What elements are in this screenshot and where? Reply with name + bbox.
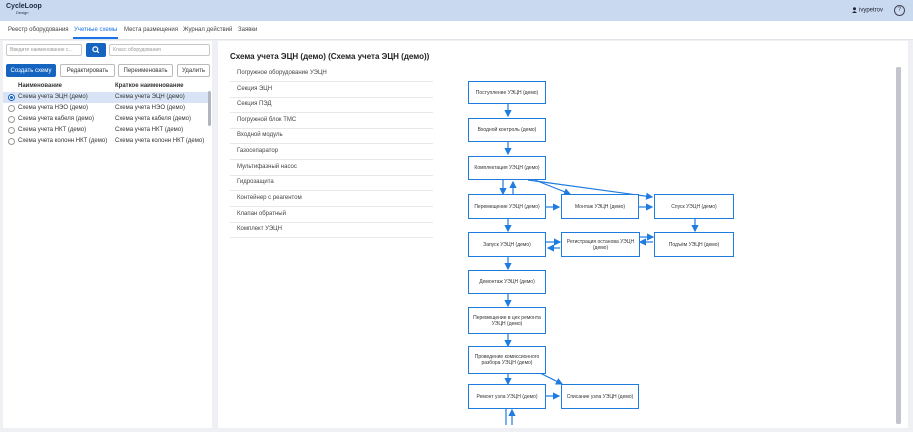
row-short-name: Схема учета НЭО (демо) bbox=[115, 105, 185, 111]
header-short-name[interactable]: Краткое наименование bbox=[115, 83, 184, 89]
equipment-item[interactable]: Секция ЭЦН bbox=[237, 86, 273, 92]
user-menu[interactable]: ivypetrov bbox=[851, 7, 883, 14]
scrollbar-thumb[interactable] bbox=[896, 67, 901, 424]
row-radio[interactable] bbox=[8, 138, 15, 145]
node-inspection[interactable]: Входной контроль (демо) bbox=[468, 118, 546, 142]
node-mounting[interactable]: Монтаж УЭЦН (демо) bbox=[561, 194, 639, 219]
table-row[interactable]: Схема учета НЭО (демо) Схема учета НЭО (… bbox=[3, 103, 210, 114]
divider bbox=[230, 206, 433, 207]
edit-button[interactable]: Редактировать bbox=[60, 64, 115, 77]
row-radio[interactable] bbox=[8, 94, 15, 101]
logo-line2: Design bbox=[16, 10, 29, 15]
divider bbox=[230, 143, 433, 144]
node-intake[interactable]: Поступление УЭЦН (демо) bbox=[468, 81, 546, 104]
equipment-item[interactable]: Входной модуль bbox=[237, 132, 283, 138]
divider bbox=[230, 237, 433, 238]
logo-line1: CycleLoop bbox=[6, 3, 42, 10]
table-row[interactable]: Схема учета НКТ (демо) Схема учета НКТ (… bbox=[3, 125, 210, 136]
node-stop-registration[interactable]: Регистрация останова УЭЦН (демо) bbox=[561, 232, 640, 257]
active-tab-indicator bbox=[73, 37, 118, 39]
user-icon bbox=[851, 7, 857, 13]
row-name: Схема учета ЭЦН (демо) bbox=[18, 94, 88, 100]
equipment-item[interactable]: Погружное оборудование УЭЦН bbox=[237, 70, 327, 76]
node-unit-writeoff[interactable]: Списание узла УЭЦН (демо) bbox=[561, 384, 639, 409]
diagram-scrollbar[interactable] bbox=[896, 67, 901, 424]
node-commission-review[interactable]: Проведение комиссионного разбора УЭЦН (д… bbox=[468, 346, 546, 374]
divider bbox=[230, 81, 433, 82]
tab-equipment-registry[interactable]: Реестр оборудования bbox=[8, 27, 69, 33]
equipment-item[interactable]: Клапан обратный bbox=[237, 211, 286, 217]
divider bbox=[230, 97, 433, 98]
table-row[interactable]: Схема учета кабеля (демо) Схема учета ка… bbox=[3, 114, 210, 125]
node-transfer-repair[interactable]: Перемещение в цех ремонта УЭЦН (демо) bbox=[468, 307, 546, 334]
divider bbox=[230, 175, 433, 176]
table-row[interactable]: Схема учета колонн НКТ (демо) Схема учет… bbox=[3, 136, 210, 147]
row-name: Схема учета кабеля (демо) bbox=[18, 116, 94, 122]
table-row[interactable]: Схема учета ЭЦН (демо) Схема учета ЭЦН (… bbox=[3, 92, 210, 103]
equipment-item[interactable]: Комплект УЭЦН bbox=[237, 226, 282, 232]
delete-button[interactable]: Удалить bbox=[177, 64, 210, 77]
main-nav: Реестр оборудования Учетные схемы Места … bbox=[0, 21, 913, 40]
node-dismantling[interactable]: Демонтаж УЭЦН (демо) bbox=[468, 270, 546, 294]
divider bbox=[230, 190, 433, 191]
user-name: ivypetrov bbox=[858, 7, 883, 14]
node-lifting[interactable]: Подъём УЭЦН (демо) bbox=[654, 232, 734, 257]
header-name[interactable]: Наименование bbox=[18, 83, 63, 89]
equipment-item[interactable]: Погружной блок ТМС bbox=[237, 117, 297, 123]
rename-button[interactable]: Переименовать bbox=[118, 64, 173, 77]
table-header: Наименование Краткое наименование bbox=[3, 82, 212, 91]
search-button[interactable] bbox=[86, 43, 106, 57]
equipment-item[interactable]: Мультифазный насос bbox=[237, 164, 297, 170]
equipment-item[interactable]: Секция ПЭД bbox=[237, 101, 272, 107]
top-bar: CycleLoop Design ivypetrov ? bbox=[0, 0, 913, 21]
row-short-name: Схема учета кабеля (демо) bbox=[115, 116, 191, 122]
page-title: Схема учета ЭЦН (демо) (Схема учета ЭЦН … bbox=[230, 52, 430, 61]
tab-locations[interactable]: Места размещения bbox=[124, 27, 179, 33]
app-logo[interactable]: CycleLoop Design bbox=[6, 3, 42, 16]
divider bbox=[230, 159, 433, 160]
search-input[interactable]: Введите наименование с... bbox=[6, 44, 82, 56]
row-short-name: Схема учета ЭЦН (демо) bbox=[115, 94, 185, 100]
divider bbox=[230, 128, 433, 129]
divider bbox=[230, 222, 433, 223]
node-lowering[interactable]: Спуск УЭЦН (демо) bbox=[654, 194, 734, 219]
row-name: Схема учета колонн НКТ (демо) bbox=[18, 138, 108, 144]
equipment-class-input[interactable]: Класс оборудования bbox=[109, 44, 210, 56]
row-radio[interactable] bbox=[8, 116, 15, 123]
node-assembly[interactable]: Комплектация УЭЦН (демо) bbox=[468, 156, 546, 180]
divider bbox=[230, 112, 433, 113]
create-scheme-button[interactable]: Создать схему bbox=[6, 64, 56, 77]
row-name: Схема учета НКТ (демо) bbox=[18, 127, 87, 133]
equipment-item[interactable]: Гидрозащита bbox=[237, 179, 274, 185]
node-start[interactable]: Запуск УЭЦН (демо) bbox=[468, 232, 546, 257]
row-short-name: Схема учета колонн НКТ (демо) bbox=[115, 138, 205, 144]
row-radio[interactable] bbox=[8, 105, 15, 112]
tab-requests[interactable]: Заявки bbox=[238, 27, 258, 33]
tab-accounting-schemes[interactable]: Учетные схемы bbox=[74, 27, 118, 33]
search-icon bbox=[92, 46, 100, 54]
node-transfer[interactable]: Перемещение УЭЦН (демо) bbox=[468, 194, 546, 219]
row-radio[interactable] bbox=[8, 127, 15, 134]
schemes-panel: Введите наименование с... Класс оборудов… bbox=[3, 41, 212, 428]
node-unit-repair[interactable]: Ремонт узла УЭЦН (демо) bbox=[468, 384, 546, 409]
equipment-item[interactable]: Газосепаратор bbox=[237, 148, 279, 154]
help-icon[interactable]: ? bbox=[894, 5, 905, 16]
equipment-item[interactable]: Контейнер с реагентом bbox=[237, 195, 302, 201]
row-name: Схема учета НЭО (демо) bbox=[18, 105, 88, 111]
list-scrollbar[interactable] bbox=[208, 91, 211, 126]
row-short-name: Схема учета НКТ (демо) bbox=[115, 127, 184, 133]
tab-action-log[interactable]: Журнал действий bbox=[183, 27, 233, 33]
